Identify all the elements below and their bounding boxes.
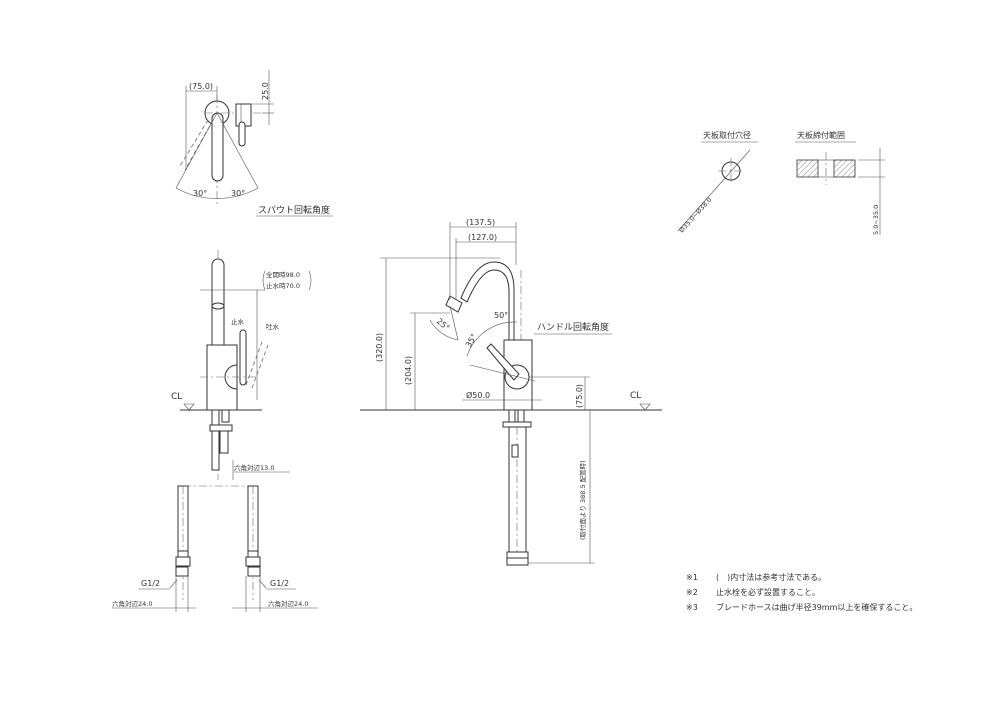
dim-reach-inner: (127.0) xyxy=(468,233,497,242)
dim-width-label: (75.0) xyxy=(189,82,213,91)
dim-hose-length: (取付面より 388.5 配管時) xyxy=(578,460,587,540)
dim-height: (320.0) xyxy=(375,333,384,362)
note-3-mark: ※3 xyxy=(686,603,698,612)
angle-50-label: 50° xyxy=(494,311,508,320)
hex-small-label: 六角対辺13.0 xyxy=(234,463,274,472)
stop-label: 止水 xyxy=(231,317,245,326)
full-open-label: 全開時98.0 xyxy=(266,270,300,279)
cl-label-front: CL xyxy=(630,391,641,401)
dim-handle-height: (75.0) xyxy=(575,384,584,408)
angle-right-label: 30° xyxy=(231,189,245,198)
thread-right-label: G1/2 xyxy=(270,579,289,588)
notes: ※1 ( )内寸法は参考寸法である。 ※2 止水栓を必ず設置すること。 ※3 ブ… xyxy=(686,572,917,612)
clamp-range-detail: 天板締付範囲 5.0~35.0 xyxy=(795,130,885,235)
mount-hole-dim: Ø35.0~Ø38.0 xyxy=(678,196,714,235)
cl-label: CL xyxy=(171,392,182,402)
closed-label: 止水時70.0 xyxy=(266,281,300,290)
dim-spout-height: (204.0) xyxy=(404,356,413,385)
dim-diameter: Ø50.0 xyxy=(466,390,490,400)
spout-rotation-caption: スパウト回転角度 xyxy=(258,204,330,216)
front-view: 50° 35° 25° ハンドル回転角度 (137.5) (127.0) (32… xyxy=(360,218,662,566)
angle-left-label: 30° xyxy=(193,189,207,198)
mount-hole-detail: 天板取付穴径 Ø35.0~Ø38.0 xyxy=(678,130,758,234)
dim-offset-label: 25.0 xyxy=(261,82,270,100)
angle-25-label: 25° xyxy=(435,317,452,333)
flow-label: 吐水 xyxy=(266,322,280,331)
top-view: (75.0) 25.0 30° 30° スパウト回転角度 xyxy=(175,70,333,217)
note-1-text: ( )内寸法は参考寸法である。 xyxy=(716,572,826,582)
mount-hole-title: 天板取付穴径 xyxy=(703,130,751,140)
note-2-mark: ※2 xyxy=(686,588,698,597)
clamp-range-dim: 5.0~35.0 xyxy=(872,205,880,235)
angle-35-label: 35° xyxy=(464,332,479,349)
side-view: 全開時98.0 止水時70.0 止水 吐水 CL 六角対辺13.0 G1/2 六… xyxy=(112,250,318,612)
note-3-text: ブレードホースは曲げ半径39mm以上を確保すること。 xyxy=(716,602,917,612)
handle-rotation-caption: ハンドル回転角度 xyxy=(537,321,609,333)
hex-left-label: 六角対辺24.0 xyxy=(112,599,152,608)
hex-right-label: 六角対辺24.0 xyxy=(268,599,308,608)
note-1-mark: ※1 xyxy=(686,573,698,582)
thread-left-label: G1/2 xyxy=(141,579,160,588)
note-2-text: 止水栓を必ず設置すること。 xyxy=(716,587,820,597)
clamp-range-title: 天板締付範囲 xyxy=(797,130,845,140)
dim-reach-outer: (137.5) xyxy=(466,218,495,227)
